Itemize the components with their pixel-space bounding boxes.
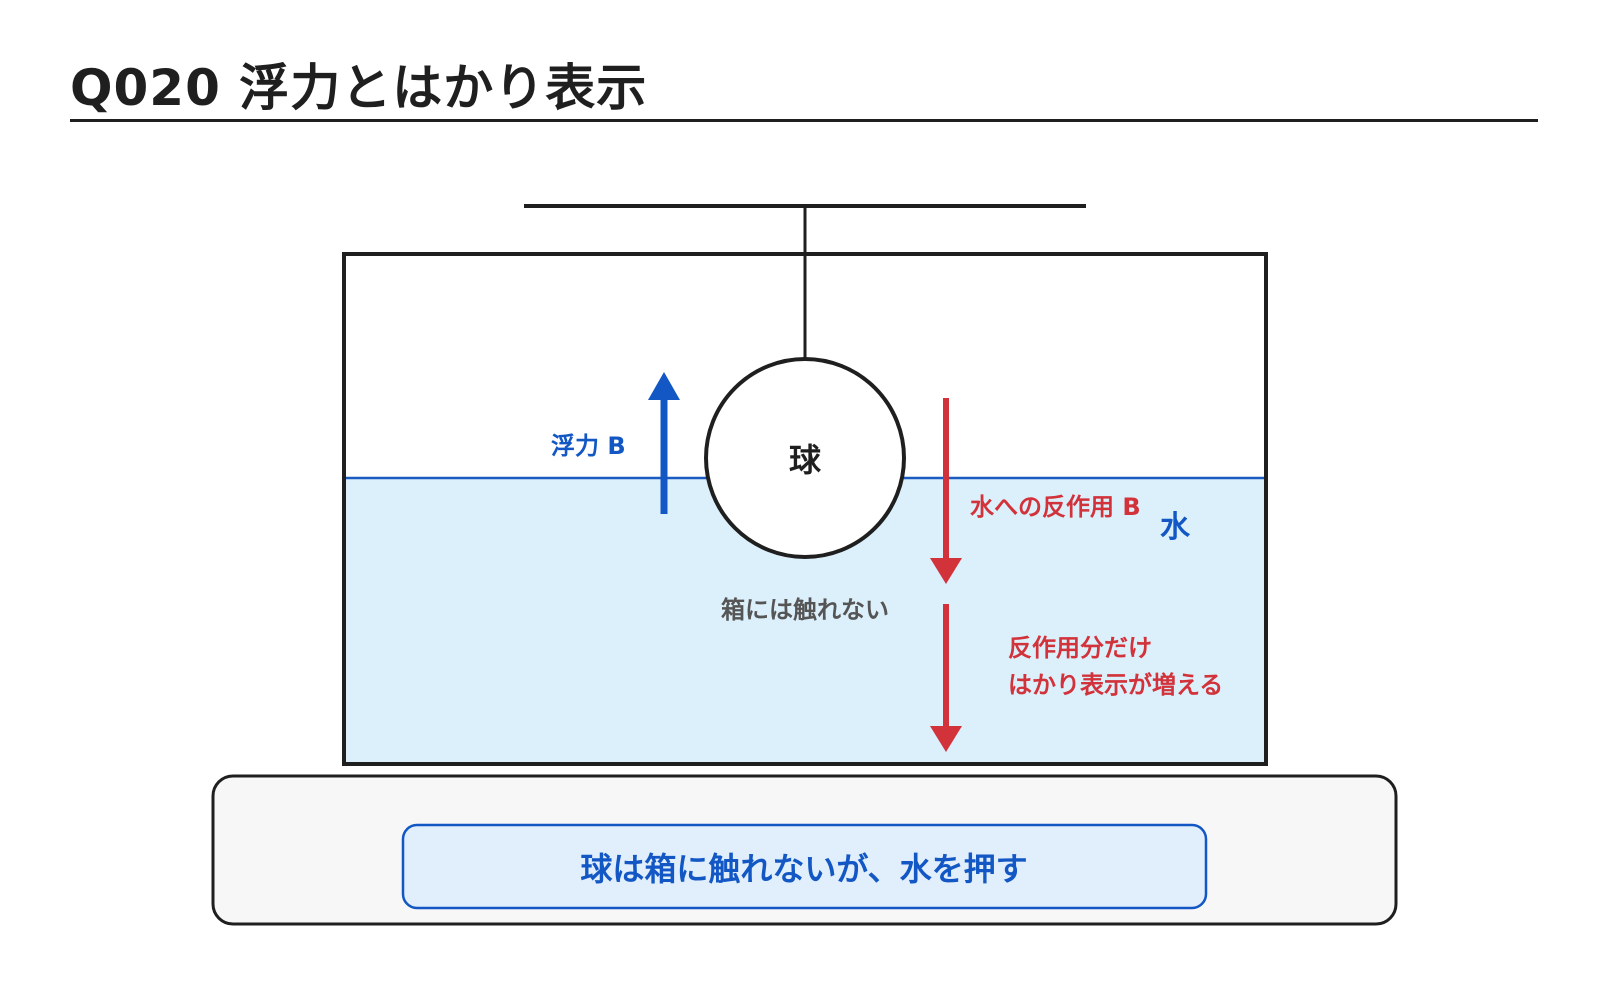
ball-label: 球 [789,441,822,479]
scale-message-box [401,823,1208,910]
ball [704,357,906,559]
reaction-arrow-head [930,558,962,584]
water-tank [342,252,1268,766]
scale-arrow-head [930,726,962,752]
scale-note-line2: はかり表示が増える [1008,671,1223,699]
reaction-label: 水への反作用 B [970,493,1141,521]
scale-message: 球は箱に触れないが、水を押す [580,850,1027,888]
water-label: 水 [1160,510,1191,545]
no-touch-note: 箱には触れない [721,596,889,624]
scale-note-line1: 反作用分だけ [1008,634,1152,662]
title-underline [70,119,1538,122]
page-title: Q020 浮力とはかり表示 [70,59,648,117]
buoyancy-label: 浮力 B [551,432,626,460]
buoyancy-arrow-head [648,372,680,400]
